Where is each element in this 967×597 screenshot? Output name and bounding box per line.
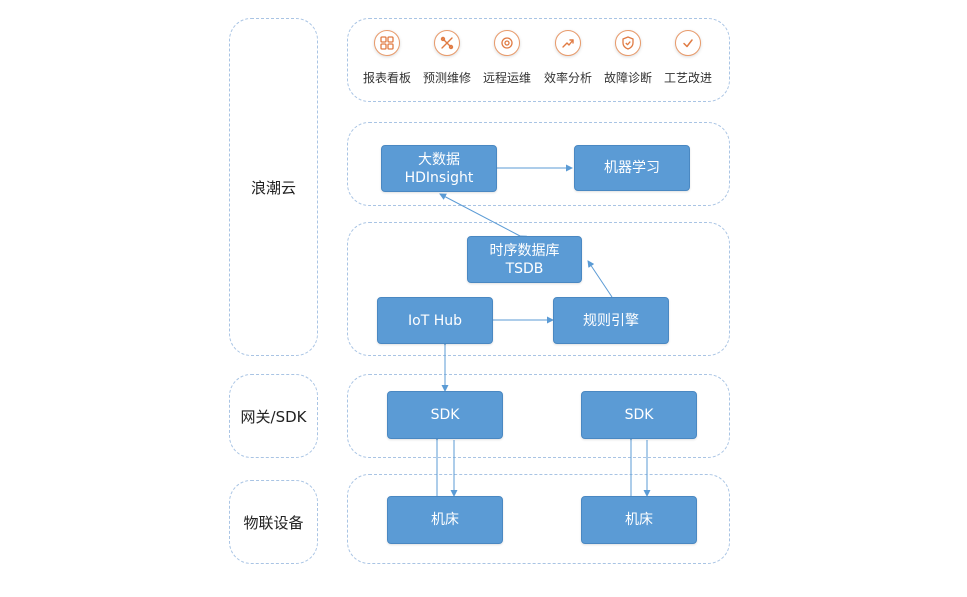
app-report-dashboard[interactable]: 报表看板	[354, 30, 420, 86]
layer-gateway-label: 网关/SDK	[240, 407, 307, 426]
app-label: 故障诊断	[603, 71, 652, 85]
layer-gateway-panel	[229, 374, 318, 458]
node-sdk-left[interactable]: SDK	[387, 391, 503, 439]
apps-panel	[347, 18, 730, 102]
app-label: 报表看板	[362, 71, 411, 85]
node-hdinsight-line1: 大数据	[418, 151, 460, 168]
sdk-panel	[347, 374, 730, 458]
node-hdinsight[interactable]: 大数据 HDInsight	[381, 145, 497, 192]
node-iot-hub[interactable]: IoT Hub	[377, 297, 493, 344]
node-machine-learning[interactable]: 机器学习	[574, 145, 690, 191]
app-remote-ops[interactable]: 远程运维	[474, 30, 540, 86]
tools-icon	[434, 30, 460, 56]
machines-panel	[347, 474, 730, 564]
node-tsdb-line2: TSDB	[505, 260, 544, 277]
app-label: 远程运维	[482, 71, 531, 85]
node-hdinsight-line2: HDInsight	[404, 169, 474, 186]
app-fault-diagnosis[interactable]: 故障诊断	[595, 30, 661, 86]
app-label: 效率分析	[543, 71, 592, 85]
layer-devices-label: 物联设备	[243, 513, 304, 532]
app-efficiency-analysis[interactable]: 效率分析	[535, 30, 601, 86]
node-tsdb-line1: 时序数据库	[489, 242, 560, 259]
node-sdk-right[interactable]: SDK	[581, 391, 697, 439]
app-label: 预测维修	[422, 71, 471, 85]
node-machine-right[interactable]: 机床	[581, 496, 697, 544]
node-rules-engine[interactable]: 规则引擎	[553, 297, 669, 344]
node-machine-left[interactable]: 机床	[387, 496, 503, 544]
app-predictive-maintenance[interactable]: 预测维修	[414, 30, 480, 86]
trend-chart-icon	[555, 30, 581, 56]
layer-cloud-label: 浪潮云	[250, 178, 296, 197]
node-tsdb[interactable]: 时序数据库 TSDB	[467, 236, 582, 283]
iot-core-panel	[347, 222, 730, 356]
app-process-improvement[interactable]: 工艺改进	[655, 30, 721, 86]
bigdata-panel	[347, 122, 730, 206]
arrow-rules-to-tsdb	[587, 260, 613, 298]
shield-check-icon	[615, 30, 641, 56]
check-icon	[675, 30, 701, 56]
layer-cloud-panel	[229, 18, 318, 356]
target-icon	[494, 30, 520, 56]
layer-devices-panel	[229, 480, 318, 564]
dashboard-grid-icon	[374, 30, 400, 56]
app-label: 工艺改进	[663, 71, 712, 85]
arrow-tsdb-hdinsight	[439, 193, 527, 242]
